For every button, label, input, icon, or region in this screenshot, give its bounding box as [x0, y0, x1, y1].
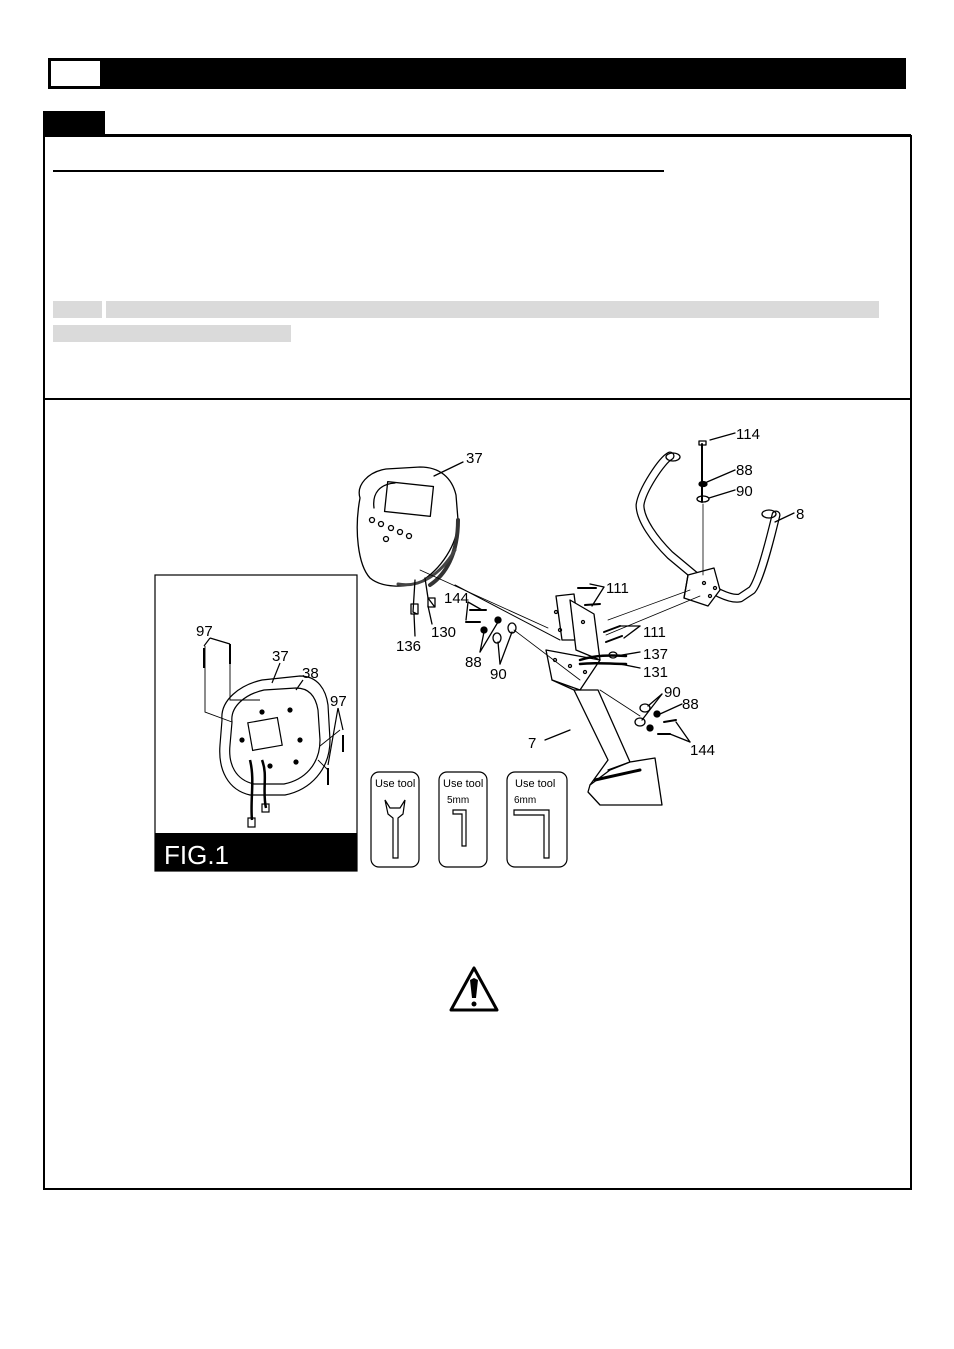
heading-underline: [53, 170, 664, 172]
callout-137: 137: [643, 646, 668, 663]
fig1-inset: FIG.1 97 37 3: [154, 574, 358, 872]
tool-label: Use tool: [443, 778, 483, 790]
upright-frame-part: [545, 593, 663, 806]
note-tab: [53, 301, 102, 318]
section-tab: [43, 111, 105, 135]
tool-size: 5mm: [447, 795, 469, 806]
warning-triangle-icon: [449, 966, 499, 1012]
tool-size: 6mm: [514, 795, 536, 806]
frame-divider: [43, 398, 912, 400]
callout-136: 136: [396, 638, 421, 655]
figure-label: FIG.1: [164, 840, 229, 870]
inset-callout-38: 38: [302, 665, 319, 682]
callout-130: 130: [431, 624, 456, 641]
callout-90: 90: [490, 666, 507, 683]
callout-8: 8: [796, 506, 804, 523]
callout-88: 88: [682, 696, 699, 713]
tool-label: Use tool: [375, 778, 415, 790]
callout-114: 114: [736, 426, 760, 443]
callout-37: 37: [466, 450, 483, 467]
tool-box-hex-6mm: Use tool 6mm: [506, 771, 568, 868]
callout-144: 144: [690, 742, 715, 759]
tool-label: Use tool: [515, 778, 555, 790]
callout-111: 111: [643, 624, 666, 641]
callout-labels: 114 88 90 8 37 111 111 144 130 136 88 90…: [396, 426, 804, 759]
callout-111: 111: [606, 580, 629, 597]
inset-callout-97: 97: [196, 623, 213, 640]
content-frame: [43, 135, 912, 1190]
callout-7: 7: [528, 735, 536, 752]
callout-131: 131: [643, 664, 668, 681]
callout-90: 90: [664, 684, 681, 701]
inset-callout-37: 37: [272, 648, 289, 665]
console-part: [356, 466, 460, 615]
handlebar-part: [635, 451, 781, 607]
wrench-icon: [384, 799, 406, 859]
callout-90: 90: [736, 483, 753, 500]
step-number-box: [51, 61, 100, 86]
hex-key-icon: [452, 809, 467, 847]
callout-88: 88: [736, 462, 753, 479]
tool-box-wrench: Use tool: [370, 771, 420, 868]
callout-144: 144: [444, 590, 469, 607]
callout-88: 88: [465, 654, 482, 671]
hex-key-icon: [513, 809, 550, 859]
note-highlight: [106, 301, 879, 318]
inset-callout-97: 97: [330, 693, 347, 710]
header-bar: [48, 58, 906, 89]
tool-box-hex-5mm: Use tool 5mm: [438, 771, 488, 868]
note-highlight: [53, 325, 291, 342]
